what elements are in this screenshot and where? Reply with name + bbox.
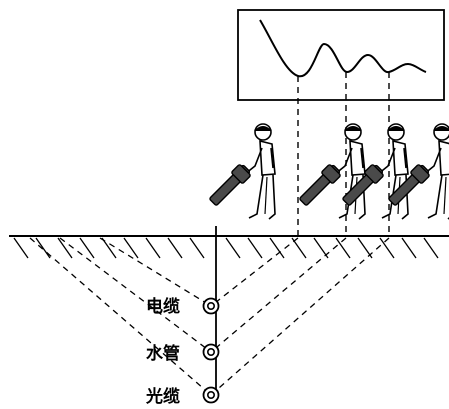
buried-pipe-optical	[202, 386, 220, 404]
signal-projection-lines	[297, 72, 390, 236]
buried-pipe-cable	[202, 297, 220, 315]
operator-figure-icon	[296, 123, 366, 220]
signal-display-panel	[237, 9, 445, 101]
ground-surface	[9, 235, 449, 259]
label-cable: 电缆	[146, 297, 180, 317]
label-water-pipe: 水管	[146, 344, 180, 364]
label-optical-cable: 光缆	[146, 387, 180, 407]
detection-field-lines	[29, 237, 390, 396]
operator-figure-icon	[206, 123, 276, 220]
buried-pipe-water	[202, 343, 220, 361]
